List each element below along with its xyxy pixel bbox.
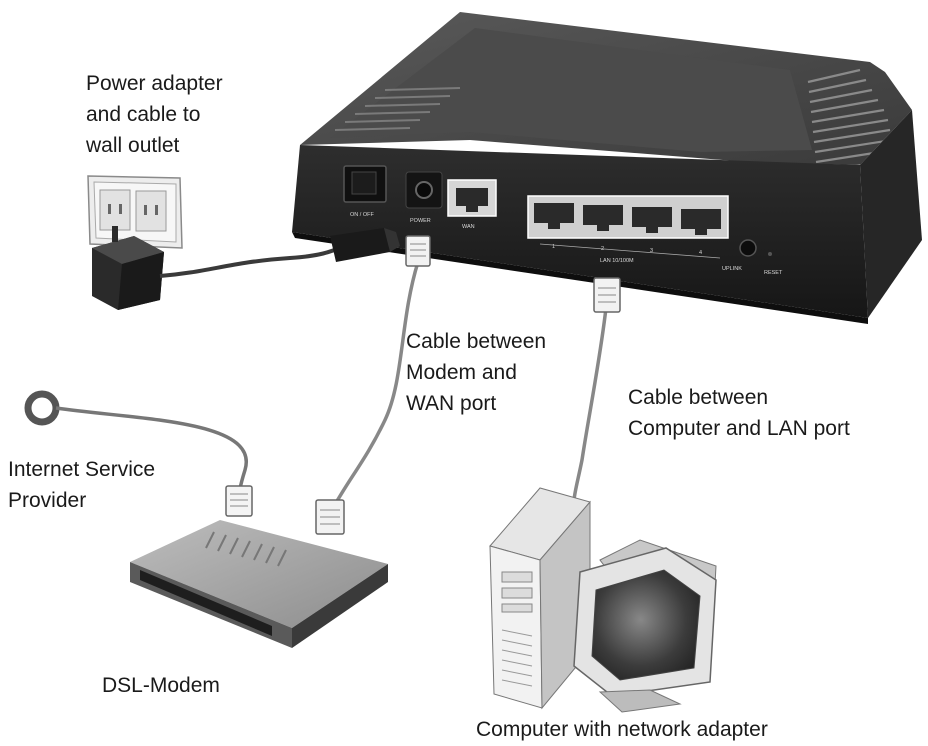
isp-rj45-plug — [225, 485, 253, 517]
wan-cable-label-line-3: WAN port — [406, 392, 497, 415]
router-left-vents — [334, 87, 461, 131]
dsl-modem-device — [130, 520, 388, 648]
wan-cable-label: Cable between Modem and WAN port — [406, 326, 546, 419]
wan-cable — [330, 261, 420, 511]
dsl-modem-label: DSL-Modem — [102, 674, 220, 697]
router-right-side — [860, 110, 922, 318]
power-jack[interactable] — [415, 181, 433, 199]
power-plug — [330, 228, 390, 262]
wan-cable-label-line-2: Modem and — [406, 361, 517, 384]
lan-group-label: LAN 10/100M — [600, 258, 634, 264]
wall-outlet — [87, 175, 183, 249]
power-switch-label: ON / OFF — [350, 212, 374, 218]
power-adapter — [92, 226, 164, 310]
power-adapter-label-line-1: Power adapter — [86, 72, 223, 95]
wan-cable-plug-bottom — [315, 499, 345, 535]
router-top-panel — [330, 28, 812, 152]
computer-monitor — [573, 539, 717, 713]
lan-port-4-label: 4 — [699, 250, 702, 256]
lan-cable — [572, 307, 608, 501]
uplink-label: UPLINK — [722, 266, 742, 272]
power-adapter-label: Power adapter and cable to wall outlet — [86, 68, 223, 161]
lan-cable-label: Cable between Computer and LAN port — [628, 382, 850, 444]
wan-port-label: WAN — [462, 224, 475, 230]
status-led — [768, 252, 772, 256]
power-cable — [159, 244, 346, 278]
lan-port-1-label: 1 — [552, 244, 555, 250]
power-jack-label: POWER — [410, 218, 431, 224]
reset-button[interactable] — [739, 239, 757, 257]
lan-port-4[interactable] — [681, 209, 721, 235]
wan-cable-plug-top — [405, 235, 431, 267]
lan-cable-label-line-1: Cable between — [628, 386, 769, 409]
lan-cable-label-line-2: Computer and LAN port — [628, 417, 850, 440]
lan-port-3[interactable] — [632, 207, 672, 233]
power-adapter-label-line-2: and cable to — [86, 103, 201, 126]
monitor-screen — [591, 569, 701, 681]
computer-tower — [489, 487, 591, 710]
lan-port-1[interactable] — [534, 203, 574, 229]
router: ON / OFF POWER WAN 1 2 3 4 LAN 10/100M — [292, 12, 922, 324]
isp-label: Internet Service Provider — [8, 454, 155, 516]
reset-label: RESET — [764, 270, 783, 276]
isp-label-line-2: Provider — [8, 489, 87, 512]
computer-label: Computer with network adapter — [476, 718, 768, 741]
lan-port-2[interactable] — [583, 205, 623, 231]
isp-label-line-1: Internet Service — [8, 458, 156, 481]
power-adapter-label-line-3: wall outlet — [86, 134, 180, 157]
lan-cable-plug — [593, 277, 621, 313]
isp-connection-icon — [24, 390, 60, 426]
lan-port-3-label: 3 — [650, 248, 653, 254]
wan-cable-label-line-1: Cable between — [406, 330, 547, 353]
